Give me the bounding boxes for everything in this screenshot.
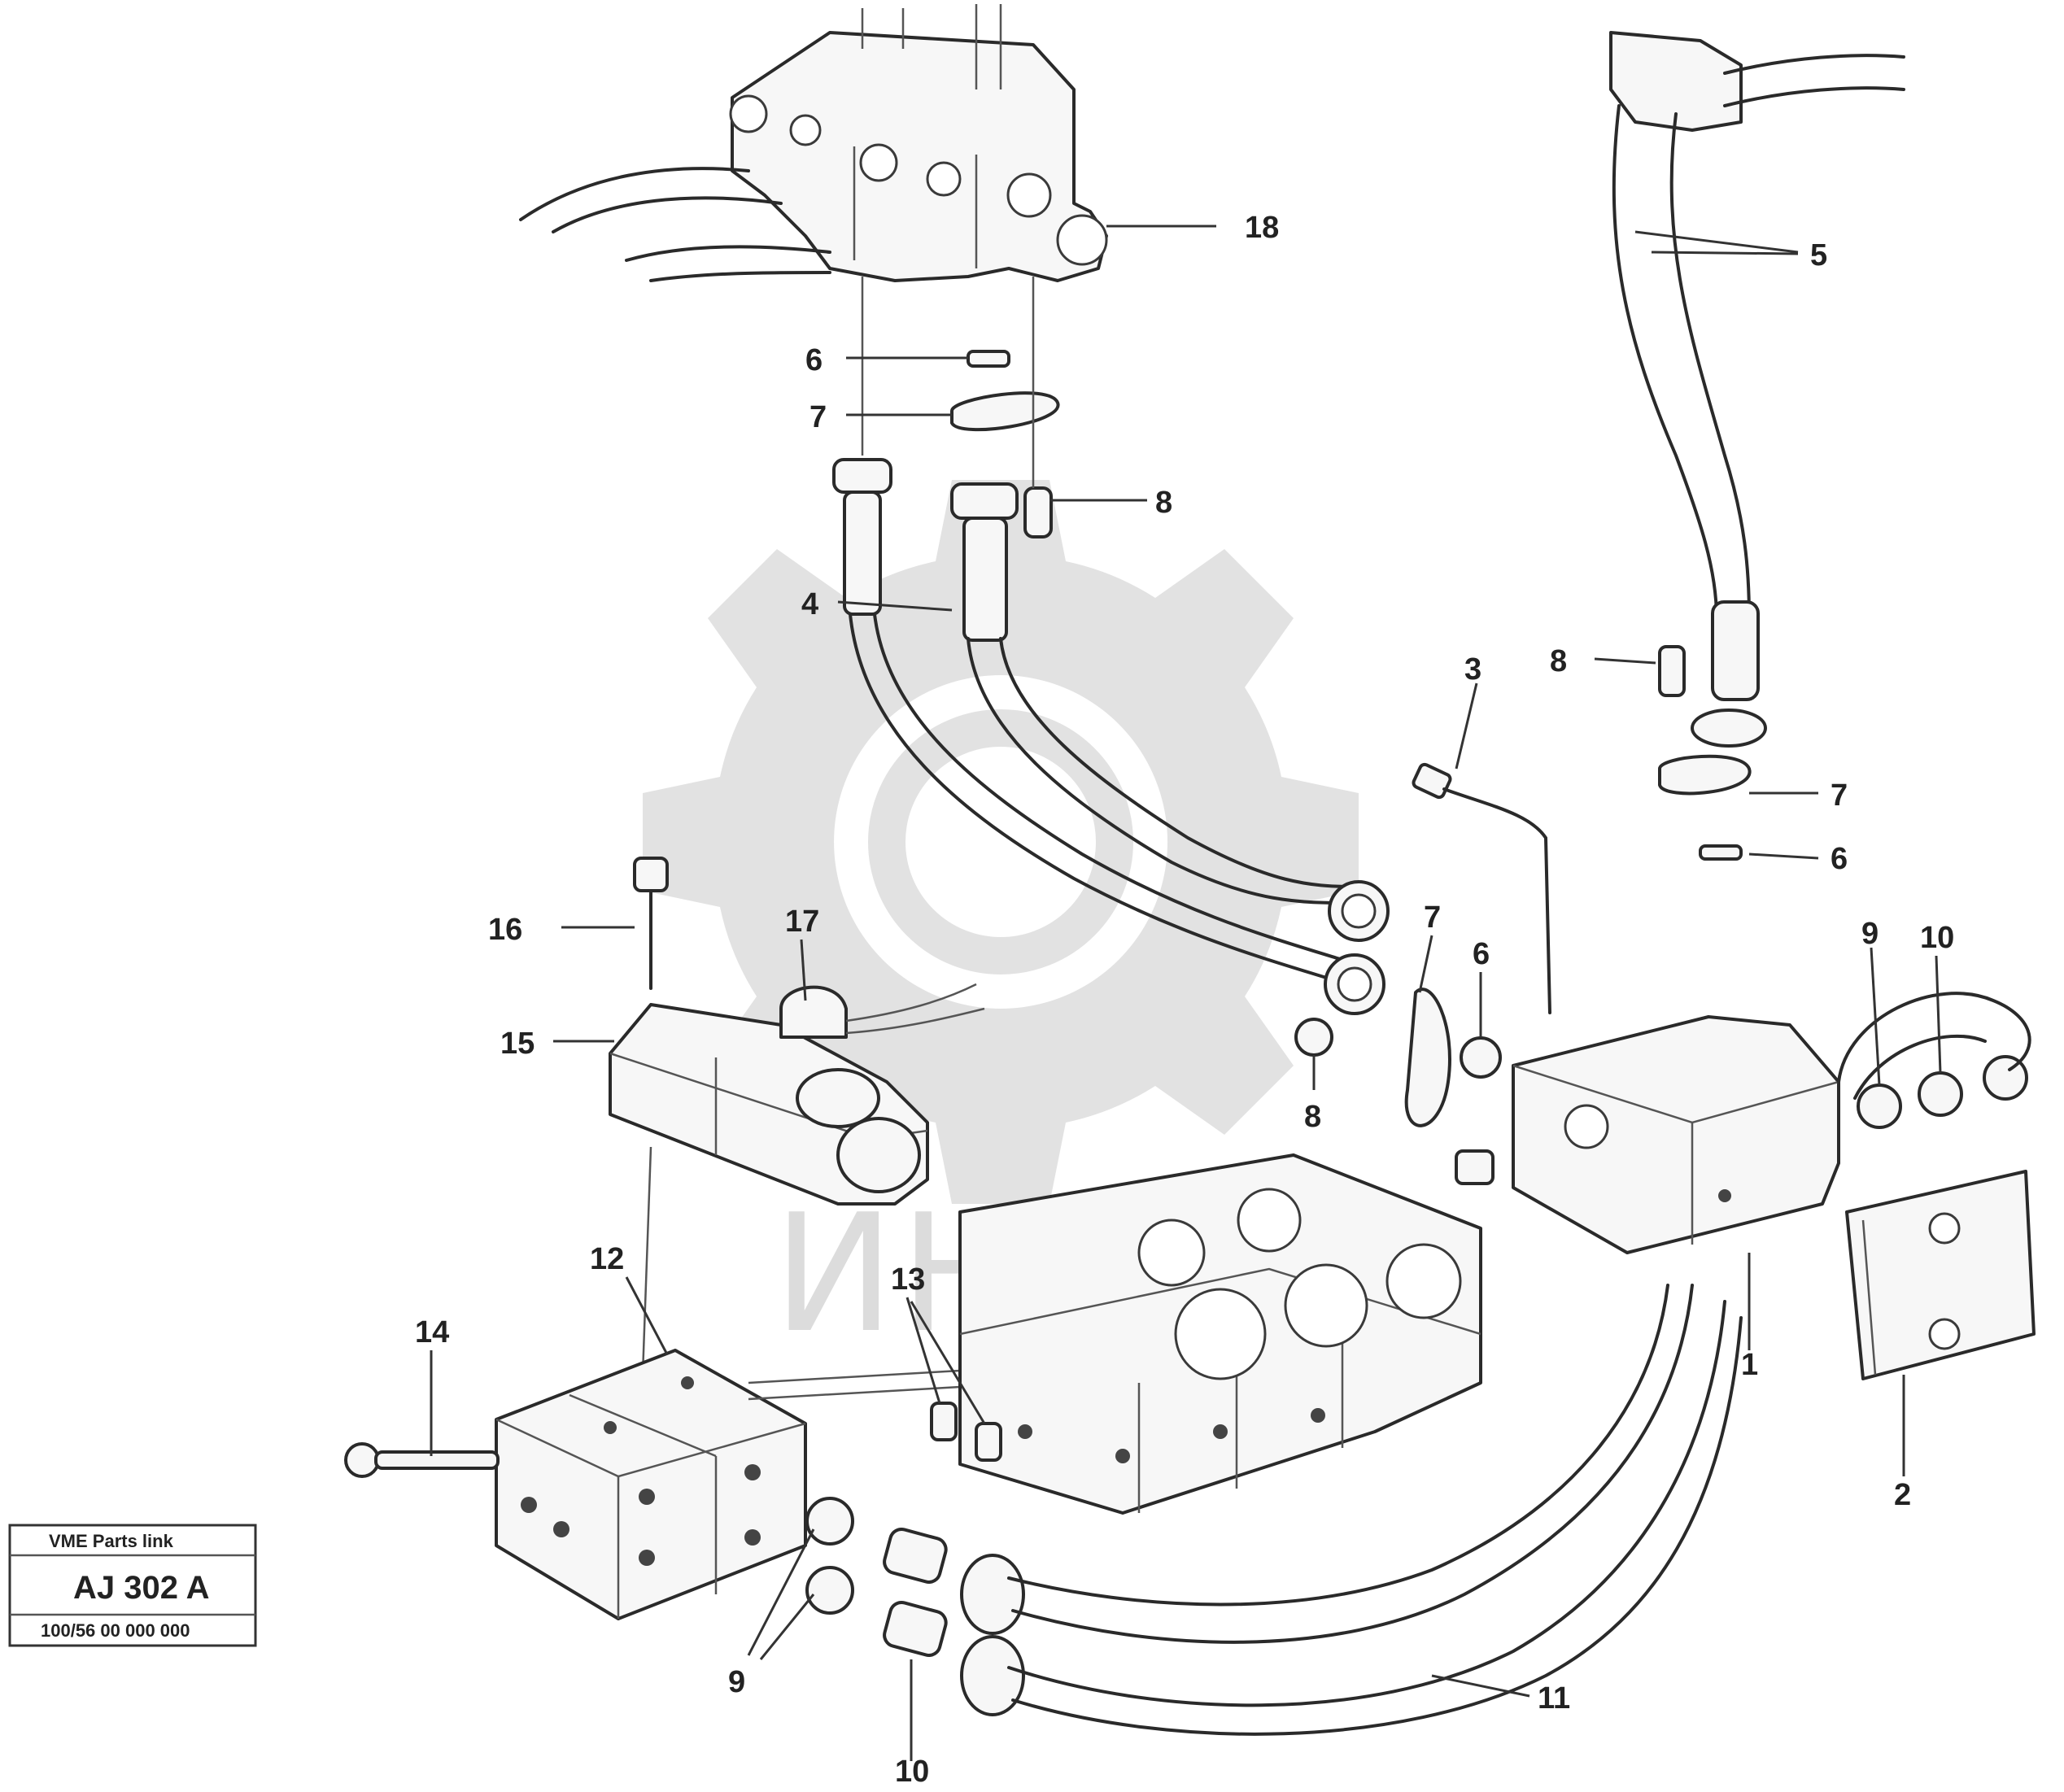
pump-12	[344, 1349, 961, 1620]
callout-6: 6	[1473, 937, 1490, 971]
valve-block-15	[609, 857, 985, 1376]
callout-18: 18	[1245, 211, 1279, 245]
callout-3: 3	[1464, 652, 1481, 687]
callout-2: 2	[1894, 1478, 1911, 1512]
callout-8: 8	[1550, 644, 1567, 678]
callout-8: 8	[1155, 486, 1172, 520]
callout-8: 8	[1304, 1100, 1321, 1134]
callout-7: 7	[809, 400, 827, 434]
callout-15: 15	[500, 1027, 535, 1061]
callout-7: 7	[1424, 900, 1441, 935]
callout-11: 11	[1538, 1681, 1570, 1716]
callout-12: 12	[590, 1242, 624, 1276]
reference-box: VME Parts link AJ 302 A 100/56 00 000 00…	[8, 1524, 257, 1647]
callout-5: 5	[1810, 238, 1827, 273]
hoses-4	[849, 613, 1390, 1015]
bolt-3	[1412, 762, 1551, 1014]
callout-labels: 18 5 6 7 8 4 8 3 7 6 16 17 15 7 6 8 9 10…	[415, 211, 1954, 1789]
callout-14: 14	[415, 1315, 449, 1349]
reference-box-header: VME Parts link	[49, 1531, 174, 1551]
callout-13: 13	[891, 1262, 925, 1297]
valve-housing-1	[1294, 988, 2036, 1380]
flange-stack-upper	[832, 277, 1060, 642]
hoses-11	[805, 1284, 1743, 1736]
callout-16: 16	[488, 913, 522, 947]
callout-9: 9	[728, 1665, 745, 1699]
callout-9: 9	[1861, 917, 1879, 951]
callout-7: 7	[1831, 778, 1848, 813]
reference-box-code: AJ 302 A	[73, 1570, 210, 1606]
callout-1: 1	[1741, 1348, 1758, 1382]
control-valve-top	[519, 4, 1108, 282]
callout-6: 6	[1831, 842, 1848, 876]
hoses-5	[1609, 31, 1905, 861]
leader-lines	[430, 225, 1942, 1761]
callout-17: 17	[785, 905, 819, 939]
reference-box-footer: 100/56 00 000 000	[41, 1620, 190, 1641]
callout-6: 6	[805, 343, 823, 377]
callout-4: 4	[801, 587, 818, 621]
callout-10: 10	[1920, 921, 1954, 955]
callout-10: 10	[895, 1755, 929, 1789]
main-valve-block	[930, 1149, 1495, 1515]
